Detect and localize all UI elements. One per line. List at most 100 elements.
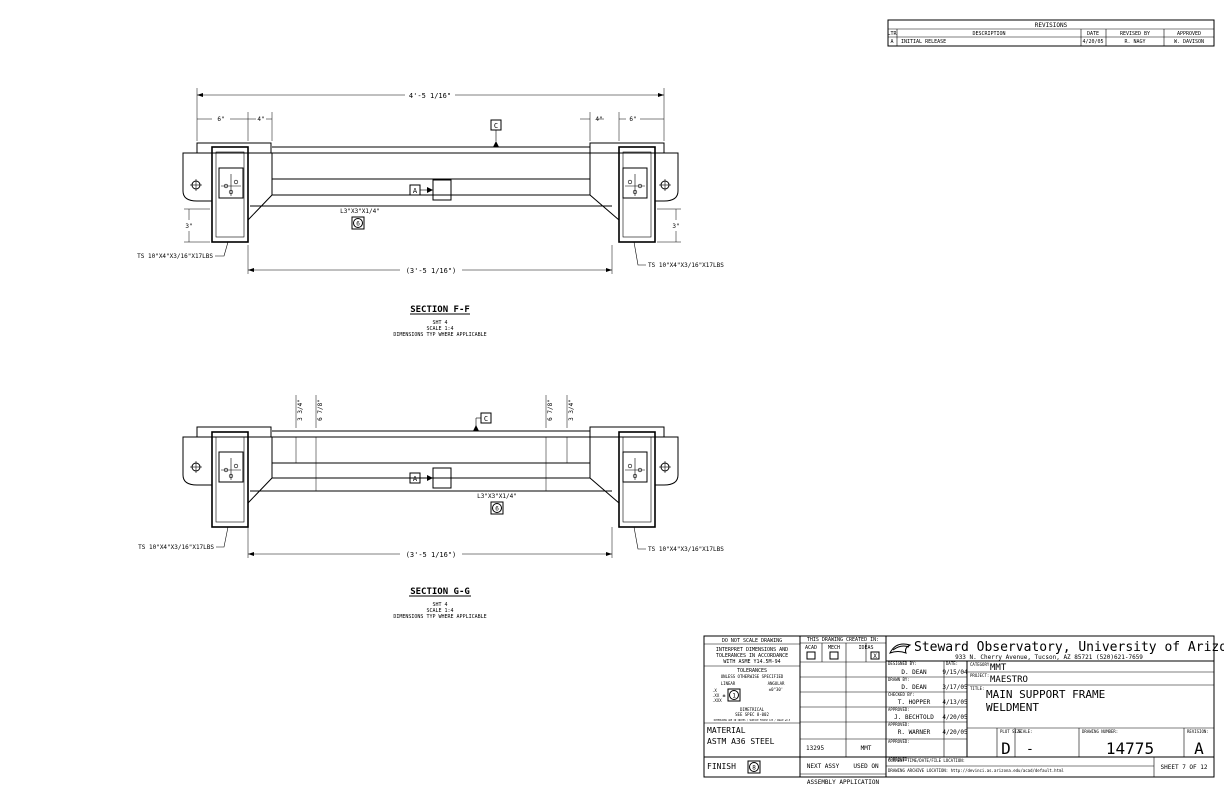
project-label: PROJECT: [970,673,989,678]
section-g-g-view: 3 3/4" 6 7/8" 6 7/8" 3 3/4" C A L3"X3"X1… [138,395,724,620]
ff-item-balloon: 6 [356,221,360,228]
ideas-checkbox [870,651,880,660]
interpret-line-2: TOLERANCES IN ACCORDANCE [716,653,788,659]
org-name: Steward Observatory, University of Arizo… [914,640,1224,655]
title-block: DO NOT SCALE DRAWING INTERPRET DIMENSION… [703,635,1224,786]
approved1: J. BECHTOLD [894,714,934,721]
right-tube-assembly [589,142,679,243]
next-assy-label: NEXT ASSY [807,763,840,770]
linear-label: LINEAR [721,681,736,686]
scale-label: SCALE: [1018,729,1032,734]
gg-dim-3-3-4-right: 3 3/4" [568,399,575,421]
checked-date: 4/13/05 [942,699,968,706]
revisions-table: REVISIONS LTR DESCRIPTION DATE REVISED B… [887,19,1215,47]
revision-label: REVISION: [1187,729,1209,734]
mech-label: MECH [828,645,840,651]
sheet-number: SHEET 7 OF 12 [1161,764,1208,771]
checked-by: T. HOPPER [898,699,931,706]
drawing-title-line-2: WELDMENT [986,701,1039,714]
svg-text:±: ± [722,693,725,699]
approved2-date: 4/20/05 [942,729,968,736]
left-tube-assembly [182,142,273,243]
ff-dim-6-left: 6" [217,116,224,123]
ff-dim-4-right: 4" [595,116,602,123]
rev-row-revised-by: R. NAGY [1124,39,1145,45]
tol-x: .X [712,688,717,693]
ff-inner-dimension: (3'-5 1/16") [406,267,457,275]
rev-row-description: INITIAL RELEASE [901,39,946,45]
gg-dim-6-7-8-left: 6 7/8" [317,399,324,421]
scale-value: - [1026,742,1034,757]
gg-angle-label: L3"X3"X1/4" [477,493,517,500]
category-value: MMT [990,663,1007,673]
rev-row-ltr: A [890,39,893,45]
assembly-application: ASSEMBLY APPLICATION [807,779,880,786]
acad-label: ACAD [805,645,817,651]
approved3-label: APPROVED: [888,739,910,744]
finish-balloon: 8 [752,765,756,772]
next-assy-number: 13295 [806,745,824,752]
drawn-by: D. DEAN [901,684,927,691]
gg-note: DIMENSIONS TYP WHERE APPLICABLE [393,614,486,620]
approved1-date: 4/20/05 [942,714,968,721]
checked-by-label: CHECKED BY: [888,692,915,697]
drawn-date: 3/17/05 [942,684,968,691]
gg-datum-c: C [484,415,488,423]
used-on-value: MMT [861,745,872,752]
ideas-mark: X [873,653,877,660]
gg-tube-left-label: TS 10"X4"X3/16"X17LBS [138,544,214,551]
used-on-label: USED ON [853,763,879,770]
revisions-title: REVISIONS [1035,22,1068,29]
acad-checkbox [806,651,816,660]
project-value: MAESTRO [990,675,1028,685]
designed-by: D. DEAN [901,669,927,676]
rev-header-approved: APPROVED [1177,31,1201,37]
gg-tube-right-label: TS 10"X4"X3/16"X17LBS [648,546,724,553]
gg-dim-6-7-8-right: 6 7/8" [547,399,554,421]
drawing-number: 14775 [1106,739,1154,758]
created-in-label: THIS DRAWING CREATED IN: [807,637,879,643]
gg-section-title: SECTION G-G [410,587,470,597]
approved4-label: APPROVED: [888,757,910,762]
ff-dim-6-right: 6" [629,116,636,123]
plot-size-label: PLOT SIZE [1000,729,1022,734]
dimetrical-label: DIMETRICAL [740,707,765,712]
tolerances-heading: TOLERANCES [737,668,767,674]
designed-date: 9/15/04 [942,669,968,676]
spec-label: SEE SPEC 8-002 [735,712,769,717]
gg-scale: SCALE 1:4 [426,608,453,614]
gg-datum-a: A [413,475,418,483]
gg-sheet-ref: SHT 4 [432,602,447,608]
ff-dim-3-right: 3" [672,223,679,230]
category-label: CATEGORY: [970,662,992,667]
approved2: R. WARNER [898,729,931,736]
tol-xx: .XX [712,693,720,698]
title-label: TITLE: [970,686,984,691]
gg-item-balloon: 6 [495,506,499,513]
ff-scale: SCALE 1:4 [426,326,453,332]
tiny-note: DIMENSIONS ARE IN INCHES / SURFACE FINIS… [714,719,791,722]
ideas-label: IDEAS [858,645,873,651]
rev-header-ltr: LTR [887,31,897,37]
ff-note: DIMENSIONS TYP WHERE APPLICABLE [393,332,486,338]
material-value: ASTM A36 STEEL [707,737,775,746]
tolerance-balloon: 1 [732,693,736,700]
rev-row-date: 4/20/05 [1082,39,1103,45]
rev-header-description: DESCRIPTION [972,31,1005,37]
designed-by-label: DESIGNED BY: [888,661,917,666]
angular-value: ±0°30' [769,687,783,692]
ff-sheet-ref: SHT 4 [432,320,447,326]
ff-overall-dimension: 4'-5 1/16" [409,92,451,100]
date-label: DATE: [946,661,958,666]
ff-datum-a: A [413,187,418,195]
finish-label: FINISH [707,762,736,771]
gg-right-tube-assembly [589,426,679,528]
approved1-label: APPROVED: [888,707,910,712]
org-address: 933 N. Cherry Avenue, Tucson, AZ 85721 (… [955,654,1143,661]
angular-label: ANGULAR [768,681,785,686]
revision-letter: A [1194,739,1204,758]
current-location-label: CURRENT TIME/DATE/FILE LOCATION: [888,758,965,763]
drawing-title-line-1: MAIN SUPPORT FRAME [986,688,1105,701]
material-label: MATERIAL [707,726,746,735]
